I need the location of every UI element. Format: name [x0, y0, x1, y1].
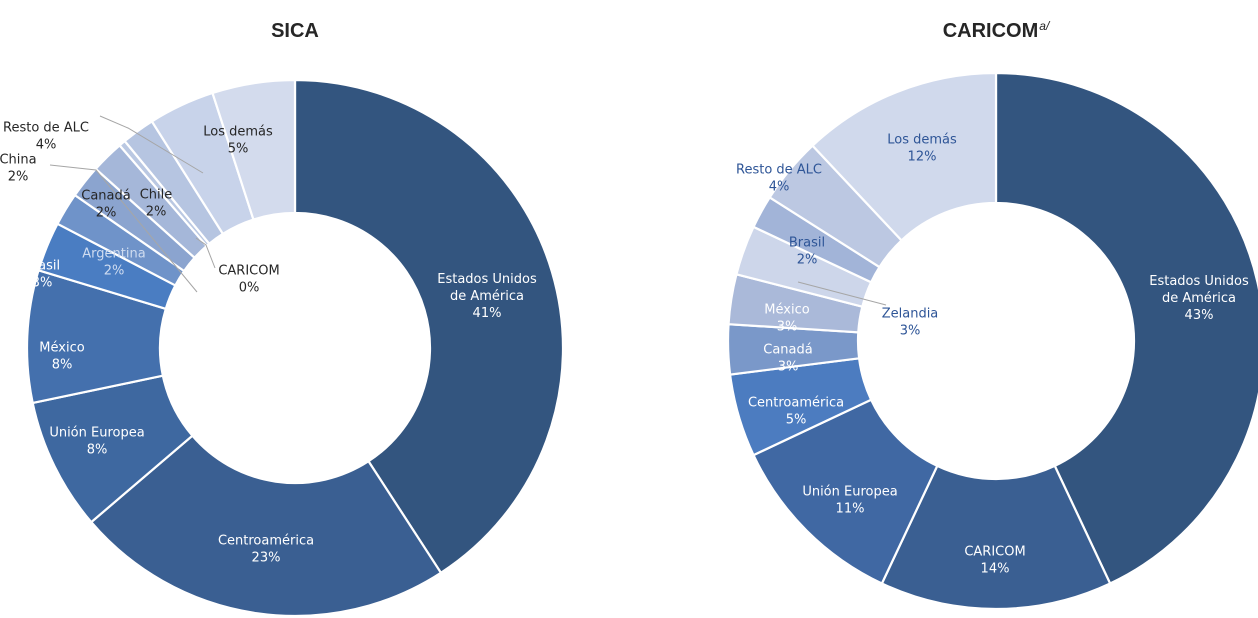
sica-slices — [25, 78, 565, 618]
slice-value: 2% — [8, 170, 29, 185]
slice-label: Estados Unidos de América 43% — [1149, 274, 1249, 323]
slice-category: Unión Europea — [802, 485, 897, 500]
slice-category: México — [39, 341, 84, 356]
caricom-leader-lines — [797, 281, 887, 306]
slice-value: 14% — [981, 562, 1010, 577]
slice-label: México 3% — [764, 303, 809, 335]
caricom-slices — [726, 71, 1258, 611]
slice-centroamérica — [89, 434, 443, 618]
leader-line — [797, 281, 887, 306]
slice-los-demás — [211, 78, 297, 221]
leader-line — [195, 237, 216, 269]
slice-label: Chile 2% — [140, 188, 173, 220]
slice-label: Resto de ALC 4% — [3, 121, 89, 153]
slice-category: Brasil — [789, 236, 825, 251]
slice-value: 2% — [146, 205, 167, 220]
slice-value: 0% — [239, 281, 260, 296]
sica-leader-lines — [49, 115, 216, 293]
slice-caricom — [880, 464, 1112, 611]
slice-category: Los demás — [887, 133, 957, 148]
slice-category: Centroamérica — [748, 396, 844, 411]
slice-category: Argentina — [82, 247, 145, 262]
slice-label: Brasil 3% — [24, 259, 60, 291]
slice-category: Chile — [140, 188, 173, 203]
slice-label: Zelandia 3% — [882, 307, 939, 339]
slice-category: Canadá — [763, 343, 812, 358]
slice-label: México 8% — [39, 341, 84, 373]
slice-label: Canadá 3% — [763, 343, 812, 375]
slice-label: Los demás 12% — [887, 133, 957, 165]
slice-label: Los demás 5% — [203, 125, 273, 157]
slice-category: Centroamérica — [218, 534, 314, 549]
slice-value: 5% — [228, 142, 249, 157]
slice-label: Brasil 2% — [789, 236, 825, 268]
slice-label: Canadá 2% — [81, 189, 130, 221]
slice-value: 12% — [908, 150, 937, 165]
slice-value: 4% — [36, 138, 57, 153]
caricom-title-footnote: a/ — [1039, 19, 1051, 33]
slice-label: Centroamérica 5% — [748, 396, 844, 428]
sica-labels: Estados Unidos de América 41% Centroamérica… — [0, 121, 537, 566]
slice-label: China 2% — [0, 153, 37, 185]
slice-estados-unidos-de-américa — [293, 78, 565, 575]
caricom-chart-title: CARICOMa/ — [943, 19, 1051, 42]
slice-value: 3% — [900, 324, 921, 339]
slice-category: Unión Europea — [49, 426, 144, 441]
slice-label: CARICOM 0% — [218, 264, 279, 296]
slice-category: Resto de ALC — [3, 121, 89, 136]
slice-value: 8% — [87, 443, 108, 458]
caricom-labels: Estados Unidos de América 43% CARICOM 14% Uni… — [736, 133, 1249, 577]
slice-label: Centroamérica 23% — [218, 534, 314, 566]
slice-label: Argentina 2% — [82, 247, 145, 279]
slice-category: Estados Unidos — [1149, 274, 1249, 289]
slice-value: 2% — [96, 206, 117, 221]
slice-category: Resto de ALC — [736, 163, 822, 178]
slice-category: Zelandia — [882, 307, 939, 322]
slice-category: CARICOM — [964, 545, 1025, 560]
slice-category: China — [0, 153, 37, 168]
slice-los-demás — [810, 71, 998, 242]
slice-category: CARICOM — [218, 264, 279, 279]
slice-value: 4% — [769, 180, 790, 195]
slice-value: 3% — [777, 320, 798, 335]
slice-label: Estados Unidos de América 41% — [437, 272, 537, 321]
slice-label: Resto de ALC 4% — [736, 163, 822, 195]
sica-donut-chart: SICA Estados Unidos de América 41% Centroam… — [0, 20, 565, 618]
slice-value: 3% — [778, 360, 799, 375]
slice-label: CARICOM 14% — [964, 545, 1025, 577]
slice-value: 41% — [473, 306, 502, 321]
slice-value: 11% — [836, 502, 865, 517]
slice-label: Unión Europea 8% — [49, 426, 144, 458]
slice-category: México — [764, 303, 809, 318]
slice-value: 5% — [786, 413, 807, 428]
slice-category: Canadá — [81, 189, 130, 204]
sica-chart-title: SICA — [271, 20, 319, 42]
slice-category: de América — [1162, 291, 1236, 306]
leader-line — [49, 164, 198, 293]
slice-value: 8% — [52, 358, 73, 373]
slice-value: 43% — [1185, 308, 1214, 323]
slice-value: 3% — [32, 276, 53, 291]
slice-value: 2% — [797, 253, 818, 268]
slice-label: Unión Europea 11% — [802, 485, 897, 517]
slice-category: de América — [450, 289, 524, 304]
slice-category: Estados Unidos — [437, 272, 537, 287]
slice-estados-unidos-de-américa — [994, 71, 1258, 585]
slice-value: 23% — [252, 551, 281, 566]
slice-category: Brasil — [24, 259, 60, 274]
slice-category: Los demás — [203, 125, 273, 140]
slice-value: 2% — [104, 264, 125, 279]
leader-line — [99, 115, 204, 174]
